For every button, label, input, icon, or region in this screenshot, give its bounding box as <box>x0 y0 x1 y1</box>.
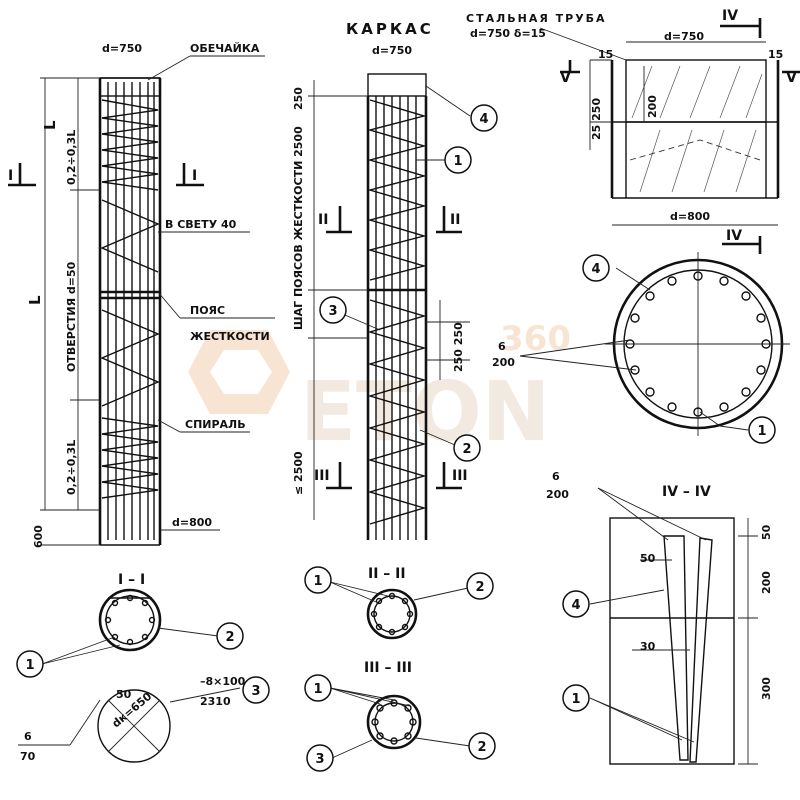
dim-15-right: 15 <box>768 48 783 61</box>
section-title-IV-IV: IV – IV <box>662 484 711 500</box>
section-mark-V-left: V <box>560 70 571 86</box>
section-title-I-I: I – I <box>118 572 145 588</box>
label-otverstiya: ОТВЕРСТИЯ d=50 <box>65 261 78 372</box>
svg-text:3: 3 <box>315 752 324 767</box>
weld-200: 200 <box>492 356 515 369</box>
section-mark-I-left: I <box>8 168 13 184</box>
label-zhestkosti: ЖЕСТКОСТИ <box>190 330 270 343</box>
dim-25-250: 25 250 <box>590 98 603 140</box>
section-mark-I-right: I <box>192 168 197 184</box>
dim-50-disk: 50 <box>116 688 132 701</box>
section-II-II <box>329 581 469 640</box>
section-title-II-II: II – II <box>368 566 406 582</box>
weld-200b: 200 <box>546 488 569 501</box>
svg-text:2: 2 <box>477 740 486 755</box>
marker-1-secII: 1 <box>304 566 332 594</box>
svg-text:4: 4 <box>591 262 600 277</box>
dim-250-250: 250 250 <box>452 322 465 372</box>
dim-30-iv: 30 <box>640 640 656 653</box>
svg-text:1: 1 <box>757 424 766 439</box>
section-mark-IV-plan: IV <box>726 228 742 244</box>
label-shag-poyasov: ШАГ ПОЯСОВ ЖЕСТКОСТИ 2500 <box>292 126 305 330</box>
svg-text:4: 4 <box>479 112 488 127</box>
dim-L-main: L <box>26 295 44 305</box>
dim-2500: ≤ 2500 <box>292 451 305 495</box>
svg-text:2: 2 <box>225 630 234 645</box>
section-IV-IV <box>589 487 758 765</box>
watermark-sub: 360 <box>500 319 571 359</box>
svg-text:3: 3 <box>328 304 337 319</box>
label-plate-dims: –8×100 <box>200 675 246 688</box>
svg-text:1: 1 <box>25 658 34 673</box>
section-mark-II-left: II <box>318 212 328 228</box>
section-mark-V-right: V <box>786 70 797 86</box>
svg-text:1: 1 <box>313 682 322 697</box>
dim-d750-left: d=750 <box>102 42 142 55</box>
dim-300-iv: 300 <box>760 677 773 700</box>
dim-frac-top: 0,2÷0,3L <box>65 130 78 185</box>
label-stalnaya-truba: СТАЛЬНАЯ ТРУБА <box>466 12 607 25</box>
svg-text:2: 2 <box>462 442 471 457</box>
dim-L-top: L <box>41 120 59 130</box>
dim-15-left: 15 <box>598 48 613 61</box>
label-spiral: СПИРАЛЬ <box>185 418 246 431</box>
marker-2-secIII: 2 <box>468 732 496 760</box>
steel-tube-detail <box>539 18 800 226</box>
title-karkas: КАРКАС <box>346 20 434 38</box>
dim-600: 600 <box>32 525 45 548</box>
marker-1-secIV: 1 <box>562 684 590 712</box>
marker-4-cage: 4 <box>470 104 498 132</box>
marker-3-secIII: 3 <box>306 744 334 772</box>
dim-250-mid: 250 <box>292 87 305 110</box>
plan-section-circle <box>519 236 790 436</box>
marker-2-secI: 2 <box>216 622 244 650</box>
label-v-svetu: В СВЕТУ 40 <box>165 218 237 231</box>
weld-70: 70 <box>20 750 36 763</box>
weld-6c: 6 <box>24 730 32 743</box>
label-plate-len: 2310 <box>200 695 231 708</box>
section-title-III-III: III – III <box>364 660 412 676</box>
label-poyas: ПОЯС <box>190 304 225 317</box>
dim-d800-right: d=800 <box>670 210 710 223</box>
marker-4-secIV: 4 <box>562 590 590 618</box>
weld-6: 6 <box>498 340 506 353</box>
marker-3-cage: 3 <box>319 296 347 324</box>
section-mark-III-right: III <box>452 468 468 484</box>
dim-d750-right: d=750 <box>664 30 704 43</box>
svg-text:1: 1 <box>313 574 322 589</box>
svg-text:1: 1 <box>571 692 580 707</box>
dim-d750-mid: d=750 <box>372 44 412 57</box>
plan-bars <box>625 271 771 417</box>
svg-text:4: 4 <box>571 598 580 613</box>
marker-1-secI: 1 <box>16 650 44 678</box>
section-I-I <box>18 588 241 763</box>
dim-frac-bot: 0,2÷0,3L <box>65 440 78 495</box>
dim-50-top-iv: 50 <box>760 524 773 540</box>
label-obechayka: ОБЕЧАЙКА <box>190 42 260 55</box>
marker-1-secIII: 1 <box>304 674 332 702</box>
marker-4-plan: 4 <box>582 254 610 282</box>
marker-3-disk: 3 <box>242 676 270 704</box>
svg-text:3: 3 <box>251 684 260 699</box>
pile-elevation <box>8 55 275 546</box>
marker-1-plan: 1 <box>748 416 776 444</box>
svg-text:1: 1 <box>453 154 462 169</box>
section-mark-III-left: III <box>314 468 330 484</box>
section-III-III <box>329 687 471 759</box>
label-truba-dims: d=750 δ=15 <box>470 27 546 40</box>
dim-200-tube: 200 <box>646 95 659 118</box>
marker-1-cage: 1 <box>444 146 472 174</box>
dim-d800-left: d=800 <box>172 516 212 529</box>
section-mark-IV-top: IV <box>722 8 738 24</box>
section-mark-II-right: II <box>450 212 460 228</box>
svg-text:2: 2 <box>475 580 484 595</box>
marker-2-cage: 2 <box>453 434 481 462</box>
weld-6b: 6 <box>552 470 560 483</box>
cage-elevation <box>308 73 471 540</box>
dim-200-iv: 200 <box>760 571 773 594</box>
marker-2-secII: 2 <box>466 572 494 600</box>
dim-50-iv: 50 <box>640 552 656 565</box>
